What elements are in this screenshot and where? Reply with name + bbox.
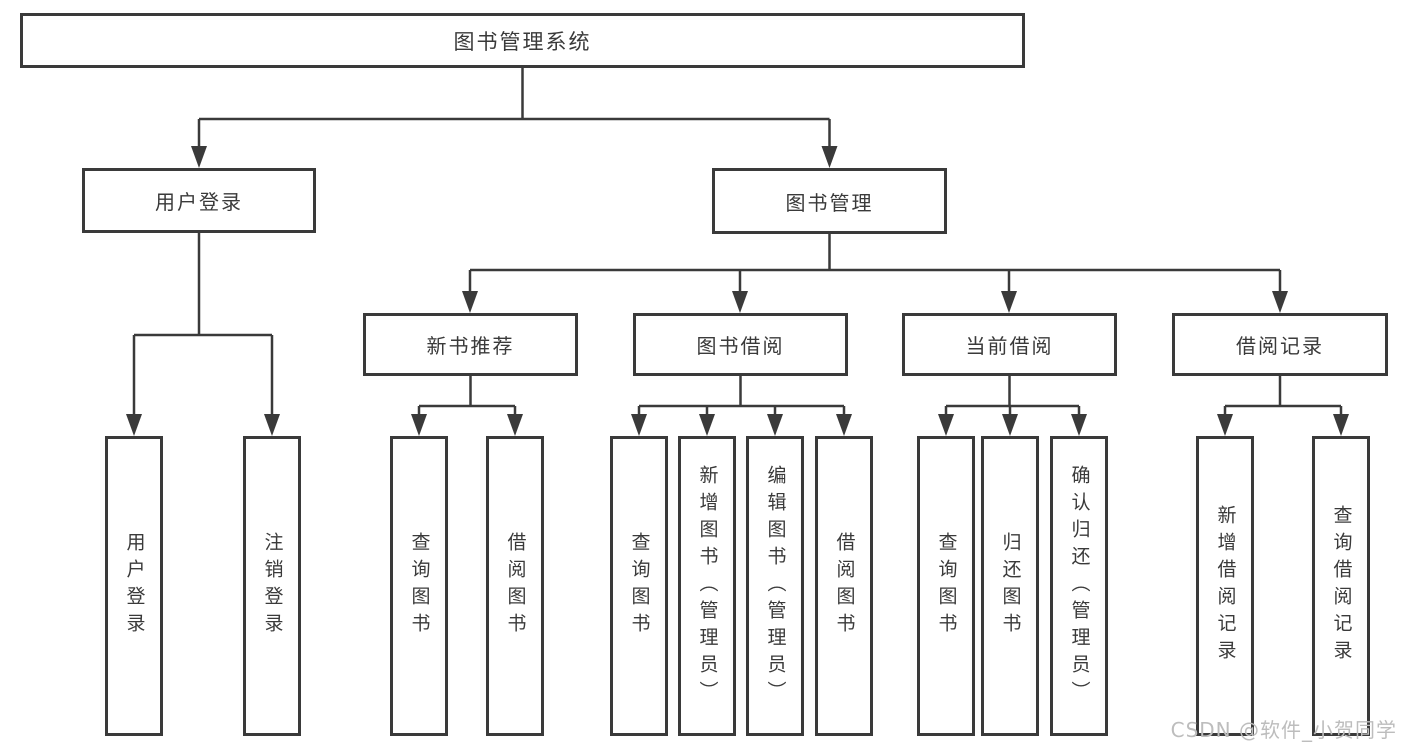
node-new-book-recommend-label: 新书推荐 [426, 334, 515, 358]
node-book-management-label: 图书管理 [785, 190, 874, 215]
connector-bookmgmt-to-level3 [468, 234, 1282, 299]
leaf-borrowing-query-books: 查询图书 [610, 436, 668, 736]
leaf-borrowing-add-books-admin: 新增图书（管理员） [678, 436, 736, 736]
leaf-current-confirm-return-admin-label: 确认归还（管理员） [1068, 464, 1091, 708]
connector-userlogin-to-leaves [132, 233, 274, 422]
node-user-login-label: 用户登录 [155, 190, 243, 214]
leaf-current-return-books-label: 归还图书 [999, 532, 1022, 640]
node-book-borrowing-label: 图书借阅 [696, 334, 785, 358]
node-current-borrowing-label: 当前借阅 [965, 334, 1054, 358]
leaf-recommend-query-books-label: 查询图书 [408, 532, 431, 640]
leaf-records-add-record-label: 新增借阅记录 [1214, 505, 1237, 667]
leaf-logout-label: 注销登录 [261, 532, 284, 640]
csdn-watermark: CSDN @软件_小贺同学 [1170, 718, 1397, 742]
leaf-recommend-borrow-books-label: 借阅图书 [504, 532, 527, 640]
node-book-management: 图书管理 [712, 168, 947, 234]
leaf-current-query-books-label: 查询图书 [935, 532, 958, 640]
node-new-book-recommend: 新书推荐 [363, 313, 578, 376]
connector-root-to-level2 [197, 68, 831, 154]
node-user-login: 用户登录 [82, 168, 316, 233]
node-library-system: 图书管理系统 [20, 13, 1025, 68]
node-borrow-records: 借阅记录 [1172, 313, 1388, 376]
leaf-borrowing-borrow-books-label: 借阅图书 [833, 532, 856, 640]
connector-recommend-to-leaves [417, 376, 517, 422]
connector-borrowing-to-leaves [637, 376, 846, 422]
connector-records-to-leaves [1223, 376, 1343, 422]
node-borrow-records-label: 借阅记录 [1236, 334, 1324, 358]
leaf-borrowing-borrow-books: 借阅图书 [815, 436, 873, 736]
leaf-recommend-query-books: 查询图书 [390, 436, 448, 736]
leaf-user-login-label: 用户登录 [123, 532, 146, 640]
node-library-system-label: 图书管理系统 [453, 29, 592, 54]
leaf-borrowing-add-books-admin-label: 新增图书（管理员） [696, 464, 719, 708]
leaf-records-query-record-label: 查询借阅记录 [1330, 505, 1353, 667]
leaf-user-login: 用户登录 [105, 436, 163, 736]
leaf-current-confirm-return-admin: 确认归还（管理员） [1050, 436, 1108, 736]
leaf-borrowing-edit-books-admin: 编辑图书（管理员） [746, 436, 804, 736]
leaf-current-return-books: 归还图书 [981, 436, 1039, 736]
leaf-recommend-borrow-books: 借阅图书 [486, 436, 544, 736]
leaf-borrowing-edit-books-admin-label: 编辑图书（管理员） [764, 464, 787, 708]
leaf-current-query-books: 查询图书 [917, 436, 975, 736]
node-current-borrowing: 当前借阅 [902, 313, 1117, 376]
leaf-records-add-record: 新增借阅记录 [1196, 436, 1254, 736]
leaf-records-query-record: 查询借阅记录 [1312, 436, 1370, 736]
arrowheads [126, 146, 1349, 436]
leaf-logout: 注销登录 [243, 436, 301, 736]
node-book-borrowing: 图书借阅 [633, 313, 848, 376]
leaf-borrowing-query-books-label: 查询图书 [628, 532, 651, 640]
